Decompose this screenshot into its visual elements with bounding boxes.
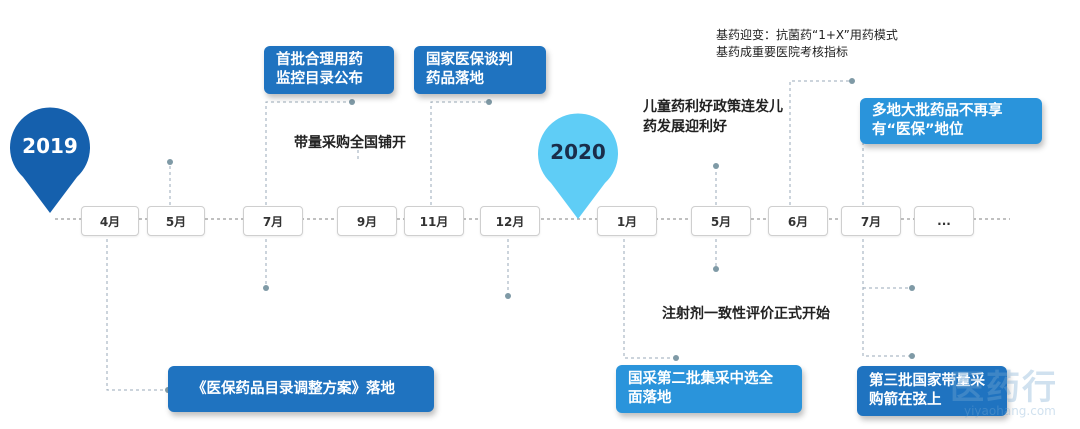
month-2020-05: 5月 <box>691 206 751 236</box>
year-2019-marker: 2019 <box>6 103 94 215</box>
year-2019-label: 2019 <box>22 134 78 158</box>
event-box-2020-01: 国采第二批集采中选全面落地 <box>616 365 802 413</box>
month-2020-01: 1月 <box>597 206 657 236</box>
year-2020-marker: 2020 <box>534 109 622 221</box>
event-box-2019-04: 《医保药品目录调整方案》落地 <box>168 366 434 412</box>
event-box-2019-07: 首批合理用药监控目录公布 <box>264 46 394 94</box>
watermark-text: 医药行 <box>950 368 1058 408</box>
map-pin-icon <box>538 113 618 219</box>
month-2019-05: 5月 <box>147 206 205 236</box>
event-box-2020-07-up: 多地大批药品不再享有“医保”地位 <box>860 98 1042 144</box>
month-2019-09: 9月 <box>337 206 397 236</box>
month-2019-04: 4月 <box>81 206 139 236</box>
event-text: 首批合理用药监控目录公布 <box>276 52 363 87</box>
event-text: 《医保药品目录调整方案》落地 <box>192 380 395 397</box>
event-text-2020-05-up: 儿童药利好政策连发儿药发展迎利好 <box>643 99 783 135</box>
event-text: 多地大批药品不再享有“医保”地位 <box>872 103 1003 138</box>
month-2019-12: 12月 <box>480 206 540 236</box>
event-text: 第三批国家带量采购箭在弦上 <box>869 373 985 408</box>
event-text: 国家医保谈判药品落地 <box>426 52 513 87</box>
event-box-2019-11: 国家医保谈判药品落地 <box>414 46 546 94</box>
event-text-2019-09: 带量采购全国铺开 <box>294 135 406 151</box>
month-2020-07: 7月 <box>841 206 901 236</box>
watermark-logo: 医药行 yiyaohang.com <box>938 360 1076 420</box>
month-2019-07: 7月 <box>243 206 303 236</box>
event-text-2020-06-line2: 基药成重要医院考核指标 <box>716 45 849 59</box>
month-2020-06: 6月 <box>768 206 828 236</box>
month-ellipsis: ... <box>914 206 974 236</box>
event-text: 国采第二批集采中选全面落地 <box>628 371 773 406</box>
event-box-2020-07-down: 第三批国家带量采购箭在弦上 <box>857 366 1007 416</box>
watermark-url: yiyaohang.com <box>964 404 1056 418</box>
event-text-2020-05-down: 注射剂一致性评价正式开始 <box>662 306 830 322</box>
year-2020-label: 2020 <box>550 140 606 164</box>
month-2019-11: 11月 <box>404 206 464 236</box>
map-pin-icon <box>9 107 91 213</box>
event-text-2020-06-line1: 基药迎变：抗菌药“1+X”用药模式 <box>716 28 898 42</box>
